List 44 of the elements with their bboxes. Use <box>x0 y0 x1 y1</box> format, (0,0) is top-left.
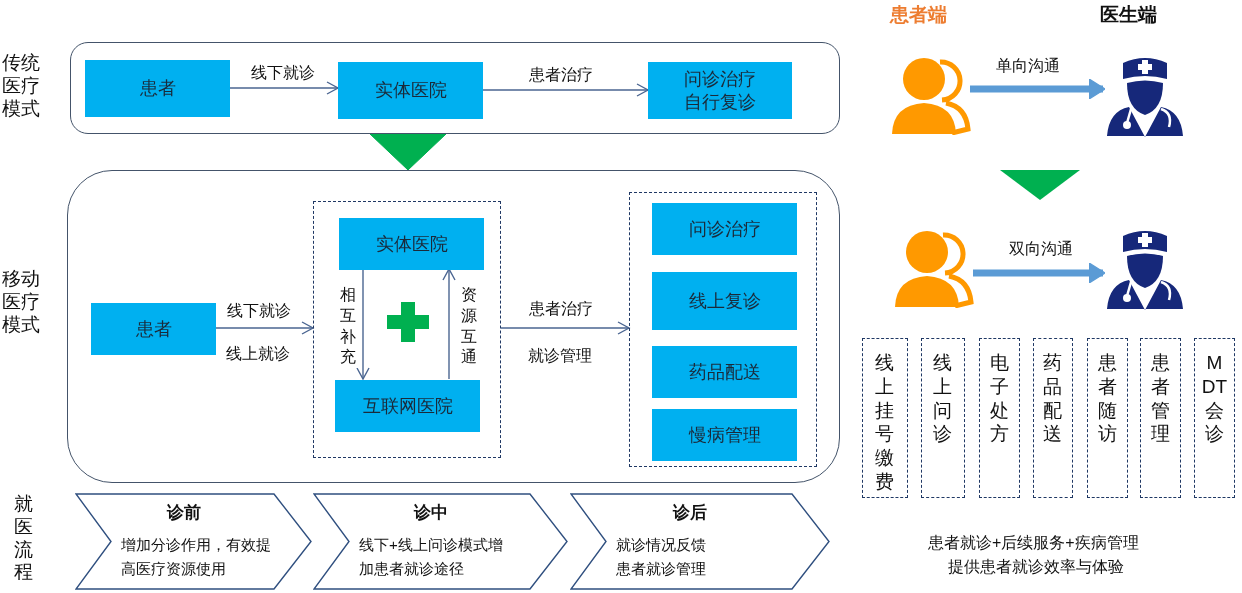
process-box: 问诊治疗 <box>652 203 797 255</box>
arrow <box>229 81 339 95</box>
service-box: 患者管理 <box>1140 338 1181 498</box>
stage-description: 增加分诊作用，有效提高医疗资源使用 <box>121 535 272 579</box>
stage-description: 就诊情况反馈患者就诊管理 <box>616 535 707 579</box>
service-box: MDT会诊 <box>1194 338 1235 498</box>
process-box: 互联网医院 <box>335 380 480 432</box>
arrow <box>442 268 456 380</box>
column-heading: 患者端 <box>890 3 947 27</box>
process-box: 实体医院 <box>339 218 484 270</box>
section-heading: 传统医疗模式 <box>2 52 41 121</box>
arrow <box>215 321 314 335</box>
transition-arrow <box>369 133 447 171</box>
dashed-group-frame <box>629 192 817 467</box>
process-box: 患者 <box>91 303 216 355</box>
stage-title: 诊前 <box>165 502 202 524</box>
arrow <box>482 83 649 97</box>
line-caption: 就诊管理 <box>528 346 592 366</box>
service-box: 电子处方 <box>979 338 1020 498</box>
summary-text: 提供患者就诊效率与体验 <box>948 557 1124 577</box>
process-box: 线上复诊 <box>652 272 797 330</box>
process-box: 患者 <box>85 60 230 117</box>
process-box: 慢病管理 <box>652 409 797 461</box>
line-caption: 线上就诊 <box>226 344 290 364</box>
service-box: 药品配送 <box>1033 338 1073 498</box>
section-heading: 就医流程 <box>14 493 34 585</box>
arrow <box>356 268 370 380</box>
service-box: 线上挂号缴费 <box>862 338 908 498</box>
edge-label: 线下就诊 <box>250 63 316 84</box>
service-box: 患者随访 <box>1087 338 1128 498</box>
process-box: 药品配送 <box>652 346 797 398</box>
edge-label: 线下就诊 <box>226 301 292 322</box>
process-box: 问诊治疗自行复诊 <box>648 62 792 119</box>
stage-title: 诊后 <box>671 502 708 524</box>
arrow <box>500 321 630 335</box>
stage-description: 线下+线上问诊模式增加患者就诊途径 <box>359 535 504 579</box>
column-heading: 医生端 <box>1100 3 1157 27</box>
section-heading: 移动医疗模式 <box>2 268 41 337</box>
edge-label: 患者治疗 <box>528 65 594 86</box>
service-box: 线上问诊 <box>921 338 965 498</box>
summary-text: 患者就诊+后续服务+疾病管理 <box>928 533 1139 553</box>
stage-title: 诊中 <box>412 502 449 524</box>
process-box: 实体医院 <box>338 62 483 119</box>
edge-label: 患者治疗 <box>528 299 594 320</box>
